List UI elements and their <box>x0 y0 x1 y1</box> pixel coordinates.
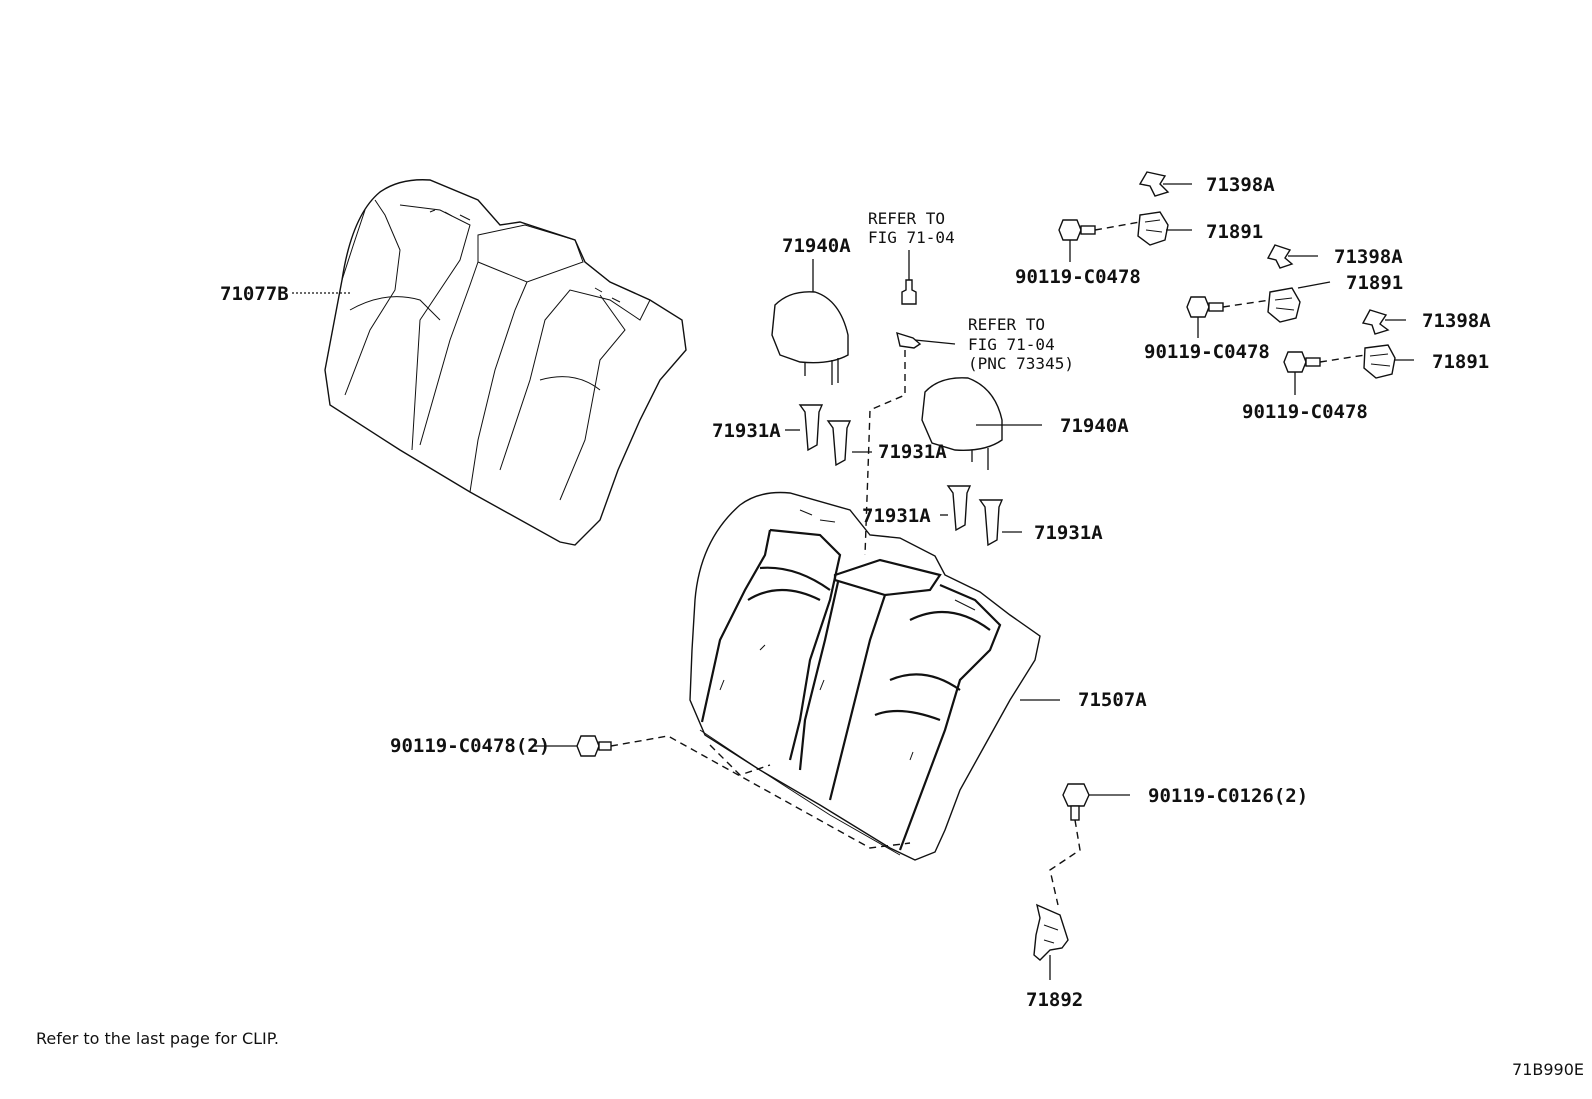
label-71931a-3[interactable]: 71931A <box>862 505 931 527</box>
bolt-c0478-1-drawing[interactable] <box>1058 219 1096 241</box>
label-71507a[interactable]: 71507A <box>1078 689 1147 711</box>
headrest-guide-4-drawing[interactable] <box>978 499 1004 547</box>
label-71398a-1[interactable]: 71398A <box>1206 174 1275 196</box>
seatback-cover-drawing[interactable] <box>324 179 687 546</box>
diagram-code: 71B990E <box>1512 1060 1584 1079</box>
label-71931a-1[interactable]: 71931A <box>712 420 781 442</box>
label-71398a-2[interactable]: 71398A <box>1334 246 1403 268</box>
refer-1-line-2: FIG 71-04 <box>868 228 955 247</box>
bracket-71891-1-drawing[interactable] <box>1137 211 1169 246</box>
refer-2-line-3: (PNC 73345) <box>968 354 1074 373</box>
bolt-c0478-qty-drawing[interactable] <box>576 735 612 757</box>
seatback-pad-drawing[interactable] <box>689 491 1041 861</box>
label-71891-1[interactable]: 71891 <box>1206 221 1263 243</box>
bracket-71891-3-drawing[interactable] <box>1363 344 1396 379</box>
refer-2-line-2: FIG 71-04 <box>968 335 1055 354</box>
footer-note: Refer to the last page for CLIP. <box>36 1029 279 1048</box>
label-90119-c0478-2[interactable]: 90119-C0478 <box>1144 341 1270 363</box>
label-90119-c0478-3[interactable]: 90119-C0478 <box>1242 401 1368 423</box>
label-71891-3[interactable]: 71891 <box>1432 351 1489 373</box>
label-90119-c0478-1[interactable]: 90119-C0478 <box>1015 266 1141 288</box>
headrest-guide-2-drawing[interactable] <box>826 420 852 467</box>
label-90119-c0126-qty[interactable]: 90119-C0126(2) <box>1148 785 1308 807</box>
headrest-right-drawing[interactable] <box>921 377 1003 470</box>
refer-1-line-1: REFER TO <box>868 209 945 228</box>
label-71398a-3[interactable]: 71398A <box>1422 310 1491 332</box>
bolt-c0126-drawing[interactable] <box>1062 783 1090 821</box>
label-71931a-2[interactable]: 71931A <box>878 441 947 463</box>
label-71931a-4[interactable]: 71931A <box>1034 522 1103 544</box>
clip-pnc-drawing[interactable] <box>896 331 922 349</box>
label-71077b[interactable]: 71077B <box>220 283 289 305</box>
headrest-guide-3-drawing[interactable] <box>946 485 972 532</box>
label-71891-2[interactable]: 71891 <box>1346 272 1403 294</box>
headrest-left-drawing[interactable] <box>771 291 849 385</box>
bolt-c0478-3-drawing[interactable] <box>1283 351 1321 373</box>
headrest-guide-1-drawing[interactable] <box>798 404 824 452</box>
label-71940a-right[interactable]: 71940A <box>1060 415 1129 437</box>
leader-lines <box>292 183 1414 980</box>
label-71892[interactable]: 71892 <box>1026 989 1083 1011</box>
refer-2-line-1: REFER TO <box>968 315 1045 334</box>
refer-notes: REFER TO FIG 71-04 REFER TO FIG 71-04 (P… <box>868 209 1074 373</box>
bolt-c0478-2-drawing[interactable] <box>1186 296 1224 318</box>
label-71940a-left[interactable]: 71940A <box>782 235 851 257</box>
label-90119-c0478-qty[interactable]: 90119-C0478(2) <box>390 735 550 757</box>
bracket-71891-2-drawing[interactable] <box>1267 287 1301 323</box>
clip-71398a-2-drawing[interactable] <box>1266 244 1294 269</box>
clip-71398a-3-drawing[interactable] <box>1361 309 1390 335</box>
hinge-bracket-71892-drawing[interactable] <box>1033 903 1069 961</box>
fastener-ref-drawing[interactable] <box>901 250 917 305</box>
clip-71398a-1-drawing[interactable] <box>1138 171 1170 197</box>
part-labels: 71077B 71940A 71940A 71931A 71931A 71931… <box>220 174 1491 1011</box>
